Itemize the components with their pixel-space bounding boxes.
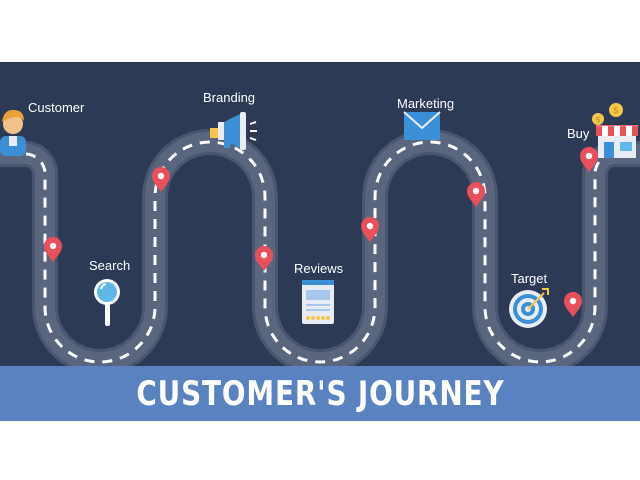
svg-text:$: $ xyxy=(613,106,619,116)
location-pin-icon xyxy=(564,292,582,317)
location-pin-icon xyxy=(361,217,379,242)
title-banner: CUSTOMER'S JOURNEY xyxy=(0,366,640,421)
stage-label-target: Target xyxy=(511,271,548,286)
review-card-icon xyxy=(302,280,334,324)
stage-label-buy: Buy xyxy=(567,126,590,141)
shop-icon xyxy=(596,125,638,158)
envelope-icon xyxy=(403,111,441,140)
stage-label-customer: Customer xyxy=(28,100,85,115)
page-title: CUSTOMER'S JOURNEY xyxy=(135,373,504,414)
customer-person-icon xyxy=(0,109,26,156)
stage-label-marketing: Marketing xyxy=(397,96,455,111)
target-icon xyxy=(509,288,549,328)
stage-label-reviews: Reviews xyxy=(294,261,344,276)
road-map: $ $ xyxy=(0,103,640,366)
location-pin-icon xyxy=(255,246,273,271)
location-pin-icon xyxy=(44,237,62,262)
stage-label-branding: Branding xyxy=(203,90,256,105)
journey-scene: $ $ Customer Search Branding Reviews Mar… xyxy=(0,62,640,366)
road-center-line xyxy=(0,140,640,364)
megaphone-icon xyxy=(210,112,257,150)
svg-text:$: $ xyxy=(595,115,600,124)
location-pin-icon xyxy=(152,167,170,192)
location-pins xyxy=(44,147,598,317)
location-pin-icon xyxy=(580,147,598,172)
stage-label-search: Search xyxy=(89,258,131,273)
winding-road xyxy=(0,129,640,366)
coin-icon: $ $ xyxy=(592,103,623,125)
magnifier-icon xyxy=(94,279,120,326)
location-pin-icon xyxy=(467,182,485,207)
